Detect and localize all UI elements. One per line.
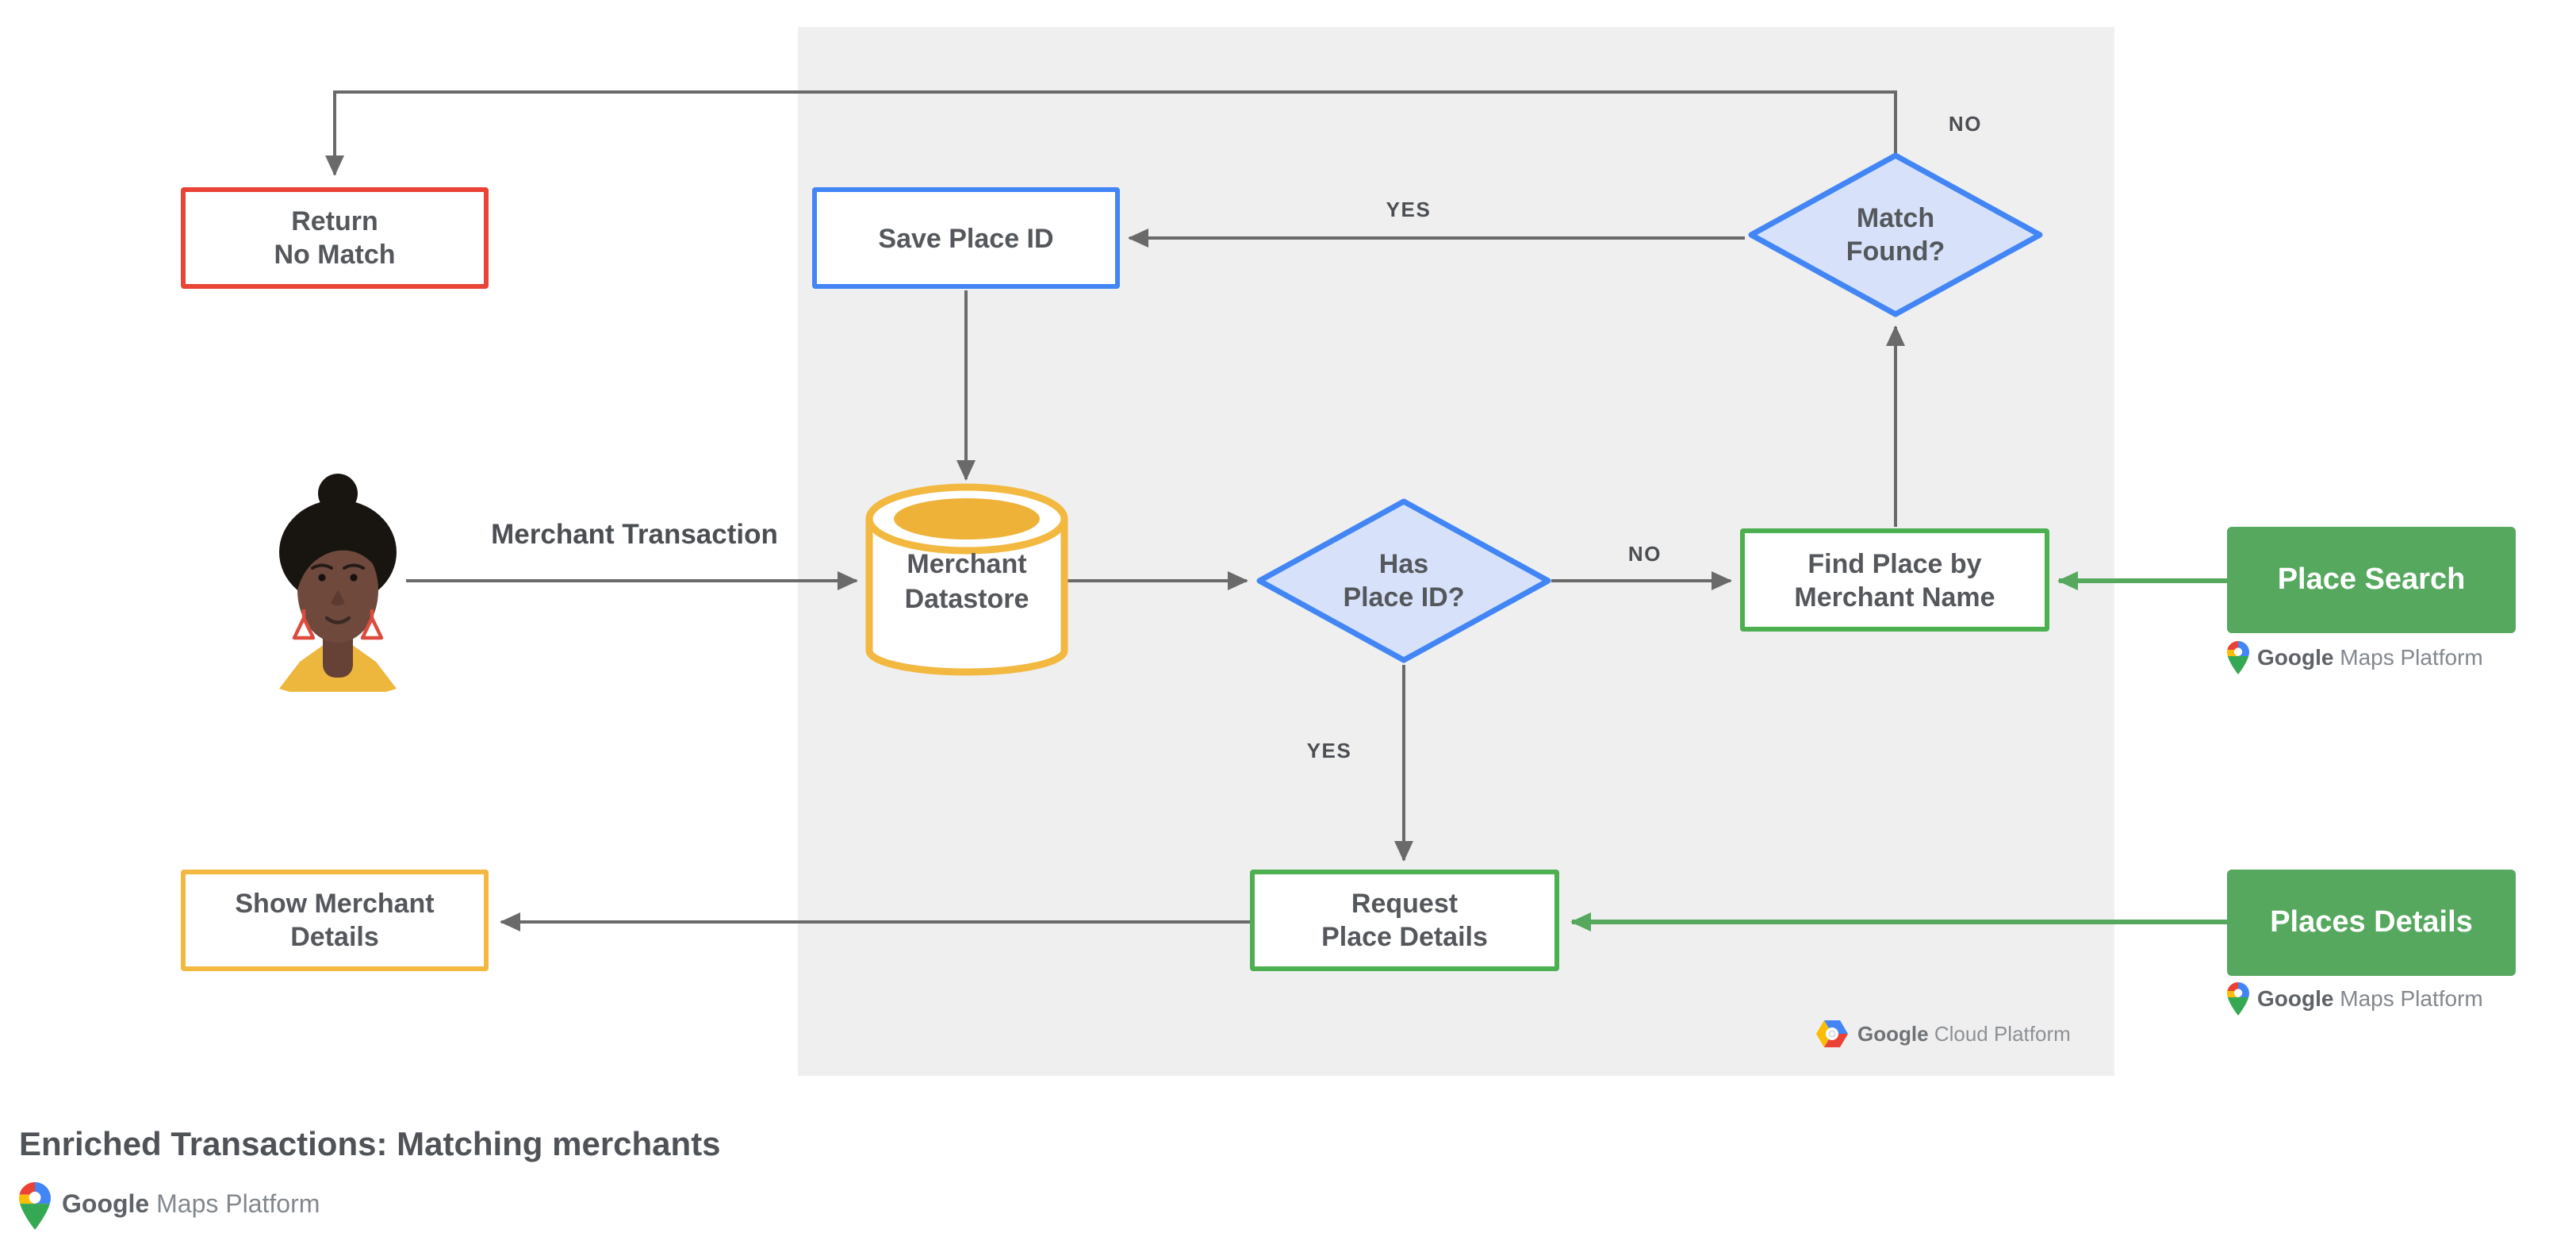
google-maps-pin-icon [2227,981,2249,1015]
places-details-api-box: Places Details [2227,870,2516,976]
diamond-shape [1256,498,1551,663]
merchant-user-avatar [279,474,397,692]
find-place-by-merchant-name-box: Find Place by Merchant Name [1740,528,2049,632]
has-place-id-label: Has Place ID? [1343,549,1465,613]
gcp-brand-text: Google [1857,1021,1929,1045]
gmp-product-text: Maps Platform [2340,644,2483,670]
show-merchant-details-box: Show Merchant Details [181,870,489,971]
place-search-api-box: Place Search [2227,527,2516,633]
gmp-product-text: Maps Platform [156,1192,320,1219]
earring-right [360,609,384,640]
return-no-match-box: Return No Match [181,187,489,289]
google-maps-pin-icon [2227,640,2249,674]
gmp-brand-text: Google [2257,644,2334,670]
edge-label-no-find: NO [1627,542,1662,566]
earring-left [292,609,316,640]
edge-label-yes-save: YES [1386,198,1432,221]
diamond-shape [1748,152,2043,317]
has-place-id-decision: Has Place ID? [1256,498,1551,663]
edge-label-yes-request: YES [1306,739,1352,762]
match-found-decision: Match Found? [1748,152,2043,317]
google-cloud-platform-icon [1816,1020,1848,1047]
gmp-text: Google Maps Platform [62,1192,320,1220]
gmp-logo-places-details: Google Maps Platform [2227,981,2483,1016]
request-place-details-box: Request Place Details [1250,870,1559,971]
google-cloud-platform-logo: Google Cloud Platform [1816,1016,2071,1050]
gmp-brand-text: Google [2257,985,2334,1011]
gmp-brand-text: Google [62,1192,150,1219]
save-place-id-box: Save Place ID [812,187,1120,289]
gmp-logo-footer: Google Maps Platform [19,1181,320,1231]
edge-label-no-top: NO [1948,112,1983,136]
merchant-transaction-label: Merchant Transaction [491,518,778,550]
gmp-text: Google Maps Platform [2257,985,2483,1011]
google-maps-pin-icon [19,1182,51,1230]
gmp-product-text: Maps Platform [2340,985,2483,1011]
diagram-title: Enriched Transactions: Matching merchant… [19,1127,721,1163]
gmp-logo-place-search: Google Maps Platform [2227,639,2483,674]
google-cloud-platform-text: Google Cloud Platform [1857,1021,2071,1045]
merchant-datastore-label: Merchant Datastore [904,549,1029,614]
gmp-text: Google Maps Platform [2257,644,2483,670]
match-found-label: Match Found? [1846,203,1945,267]
gcp-product-text: Cloud Platform [1934,1021,2071,1045]
